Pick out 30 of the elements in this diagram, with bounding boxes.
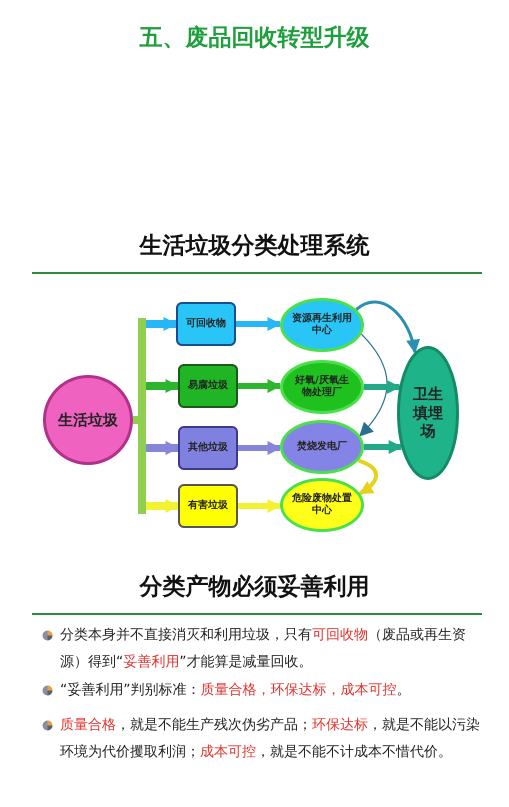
arrow	[146, 317, 178, 331]
process-box: 其他垃圾	[178, 426, 238, 470]
arrow	[364, 440, 403, 454]
facility-ellipse: 焚烧发电厂	[280, 420, 364, 474]
category-circle: 生活垃圾	[43, 375, 133, 465]
process-box: 可回收物	[176, 302, 236, 346]
facility-ellipse: 好氧/厌氧生物处理厂	[280, 360, 364, 414]
landfill-ellipse: 卫生填埋场	[397, 346, 459, 480]
process-box: 易腐垃圾	[178, 364, 238, 408]
arrow	[146, 441, 180, 455]
arrow	[364, 380, 401, 394]
bullet-text: 质量合格，就是不能生产残次伪劣产品；环保达标，就是不能以污染环境为代价攫取利润；成本可控，就是不能不计成本不惜代价。	[60, 716, 481, 762]
bullet-text: “妥善利用”判别标准：质量合格，环保达标，成本可控。	[60, 681, 412, 700]
arrow	[238, 441, 282, 455]
arrow	[238, 379, 282, 393]
arrow	[146, 379, 180, 393]
section-heading: 分类产物必须妥善利用	[138, 572, 370, 602]
facility-ellipse: 危险废物处置中心	[280, 478, 364, 532]
process-box: 有害垃圾	[178, 484, 238, 528]
bullet-text: 分类本身并不直接消灭和利用垃圾，只有可回收物（废品或再生资源）得到“妥善利用”才能算是减量回收。	[60, 626, 467, 672]
arrow	[236, 317, 282, 331]
section-heading: 生活垃圾分类处理系统	[138, 232, 370, 261]
arrow	[359, 334, 388, 437]
arrow	[146, 499, 180, 513]
trunk-bar	[138, 318, 146, 514]
arrow	[356, 300, 420, 354]
arrow	[358, 458, 378, 496]
title: 五、废品回收转型升级	[138, 24, 370, 53]
arrow	[238, 499, 282, 513]
facility-ellipse: 资源再生利用中心	[280, 298, 364, 352]
